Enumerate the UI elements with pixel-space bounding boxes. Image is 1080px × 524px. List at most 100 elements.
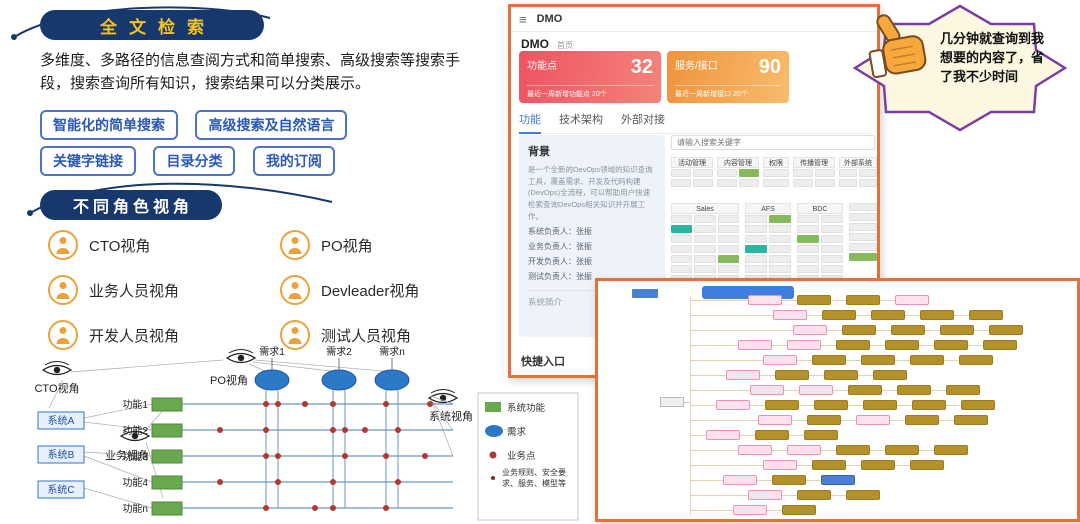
flow-node-gold[interactable] — [765, 400, 799, 410]
flow-node-gold[interactable] — [891, 325, 925, 335]
flow-node-pink[interactable] — [856, 415, 890, 425]
module-cell[interactable] — [671, 179, 691, 187]
menu-icon[interactable]: ≡ — [519, 11, 527, 27]
module-cell[interactable] — [717, 245, 739, 253]
module-cell[interactable] — [849, 203, 877, 211]
flow-node-gold[interactable] — [836, 340, 870, 350]
flow-node-gold[interactable] — [797, 490, 831, 500]
module-cell[interactable] — [763, 179, 789, 187]
flow-node-gold[interactable] — [848, 385, 882, 395]
module-cell[interactable] — [694, 235, 716, 243]
module-cell[interactable] — [821, 265, 843, 273]
system-intro-link[interactable]: 系统简介 — [528, 290, 656, 308]
module-cell[interactable] — [745, 215, 767, 223]
module-cell[interactable] — [815, 169, 835, 177]
module-cell[interactable] — [797, 265, 819, 273]
flow-node-blue[interactable] — [821, 475, 855, 485]
flow-node-gold[interactable] — [824, 370, 858, 380]
module-cell[interactable] — [769, 255, 791, 263]
breadcrumb[interactable]: 首页 — [557, 41, 573, 50]
tab-function[interactable]: 功能 — [519, 111, 541, 134]
flow-node-gold[interactable] — [920, 310, 954, 320]
flow-node-gold[interactable] — [959, 355, 993, 365]
flow-node-pink[interactable] — [895, 295, 929, 305]
flow-node-gold[interactable] — [885, 340, 919, 350]
flow-node-gold[interactable] — [822, 310, 856, 320]
module-cell[interactable] — [671, 225, 693, 233]
module-cell[interactable] — [849, 223, 877, 231]
flow-node-gold[interactable] — [772, 475, 806, 485]
module-cell[interactable] — [694, 265, 716, 273]
flow-node-pink[interactable] — [748, 490, 782, 500]
flow-node-gold[interactable] — [775, 370, 809, 380]
module-cell[interactable] — [769, 245, 791, 253]
grid-group-header[interactable]: 活动管理 — [671, 157, 713, 168]
module-cell[interactable] — [717, 215, 739, 223]
module-cell[interactable] — [849, 233, 877, 241]
module-cell[interactable] — [769, 265, 791, 273]
grid-group-header[interactable]: 外部系统 — [839, 157, 877, 168]
flow-node-gold[interactable] — [863, 400, 897, 410]
flow-node-pink[interactable] — [799, 385, 833, 395]
flow-node-gold[interactable] — [946, 385, 980, 395]
module-cell[interactable] — [717, 179, 737, 187]
flow-node-pink[interactable] — [793, 325, 827, 335]
module-cell[interactable] — [717, 235, 739, 243]
flow-node-pink[interactable] — [706, 430, 740, 440]
quick-entry-link[interactable]: 快捷入口 — [521, 356, 565, 368]
grid-group-header[interactable]: Sales — [671, 203, 739, 214]
flow-node-gold[interactable] — [969, 310, 1003, 320]
flow-node-gold[interactable] — [846, 295, 880, 305]
module-cell[interactable] — [815, 179, 835, 187]
module-cell[interactable] — [849, 213, 877, 221]
module-cell[interactable] — [821, 215, 843, 223]
flow-node-pink[interactable] — [726, 370, 760, 380]
module-cell[interactable] — [849, 253, 877, 261]
module-cell[interactable] — [859, 169, 877, 177]
module-cell[interactable] — [797, 245, 819, 253]
module-cell[interactable] — [739, 169, 759, 177]
flow-node-gold[interactable] — [940, 325, 974, 335]
flow-node-gold[interactable] — [842, 325, 876, 335]
flow-node-gold[interactable] — [897, 385, 931, 395]
flow-node-gold[interactable] — [846, 490, 880, 500]
flow-node-pink[interactable] — [773, 310, 807, 320]
module-cell[interactable] — [671, 215, 693, 223]
flow-node-gold[interactable] — [812, 355, 846, 365]
flow-node-gold[interactable] — [954, 415, 988, 425]
flow-node-gold[interactable] — [905, 415, 939, 425]
module-cell[interactable] — [745, 225, 767, 233]
module-cell[interactable] — [745, 255, 767, 263]
module-cell[interactable] — [821, 245, 843, 253]
flow-node-pink[interactable] — [723, 475, 757, 485]
flow-node-gold[interactable] — [861, 355, 895, 365]
flow-toolbar-button[interactable] — [632, 289, 658, 298]
module-cell[interactable] — [717, 255, 739, 263]
module-cell[interactable] — [793, 169, 813, 177]
flow-node-gold[interactable] — [910, 355, 944, 365]
module-cell[interactable] — [839, 179, 857, 187]
flow-node-pink[interactable] — [733, 505, 767, 515]
flow-node-gold[interactable] — [807, 415, 841, 425]
module-cell[interactable] — [821, 255, 843, 263]
module-cell[interactable] — [797, 235, 819, 243]
flow-node-gold[interactable] — [861, 460, 895, 470]
flow-node-gold[interactable] — [934, 340, 968, 350]
flow-node-pink[interactable] — [763, 460, 797, 470]
module-cell[interactable] — [839, 169, 857, 177]
module-cell[interactable] — [671, 255, 693, 263]
tab-architecture[interactable]: 技术架构 — [559, 114, 603, 126]
module-cell[interactable] — [849, 243, 877, 251]
flow-node-gold[interactable] — [782, 505, 816, 515]
module-cell[interactable] — [671, 265, 693, 273]
module-cell[interactable] — [693, 179, 713, 187]
flow-node-gold[interactable] — [814, 400, 848, 410]
module-cell[interactable] — [769, 215, 791, 223]
grid-group-header[interactable]: 传播管理 — [793, 157, 835, 168]
stat-card-function-points[interactable]: 功能点 32 最近一周新增功能点 20个 — [519, 51, 661, 103]
flow-node-gold[interactable] — [755, 430, 789, 440]
module-cell[interactable] — [745, 235, 767, 243]
stat-card-services[interactable]: 服务/接口 90 最近一周新增接口 20个 — [667, 51, 789, 103]
module-cell[interactable] — [793, 179, 813, 187]
module-cell[interactable] — [694, 255, 716, 263]
